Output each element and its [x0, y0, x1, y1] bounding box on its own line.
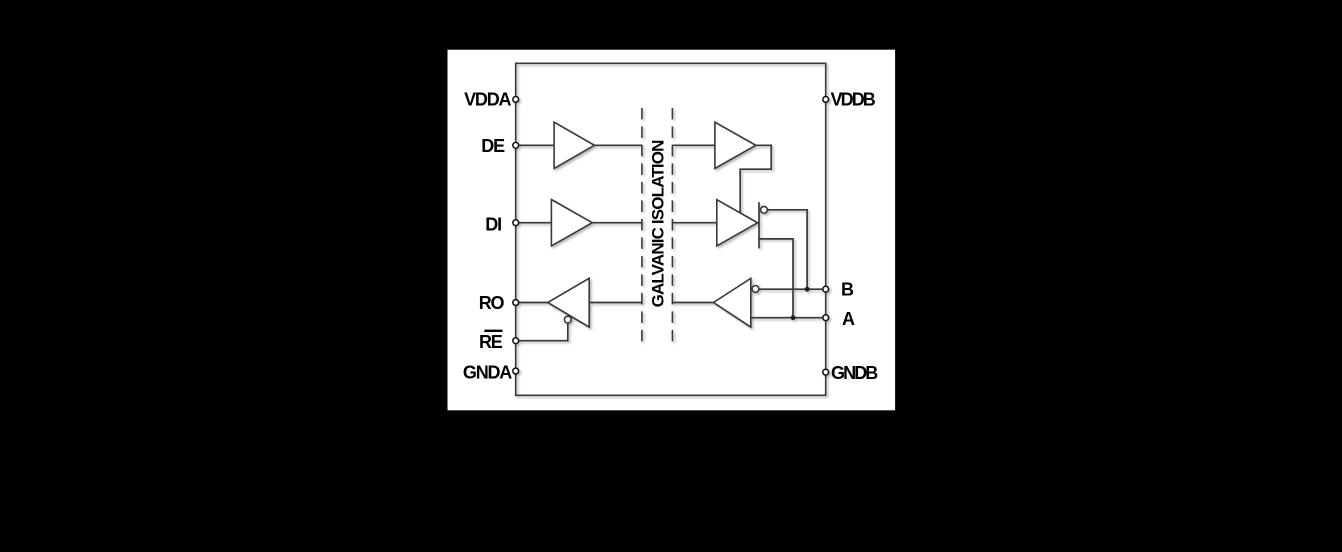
- svg-text:RE: RE: [479, 332, 503, 352]
- svg-text:GALVANIC ISOLATION: GALVANIC ISOLATION: [648, 140, 667, 308]
- svg-text:VDDB: VDDB: [831, 90, 876, 110]
- svg-text:GNDB: GNDB: [831, 363, 878, 383]
- svg-text:RO: RO: [479, 293, 505, 313]
- svg-text:B: B: [841, 280, 854, 300]
- svg-text:DI: DI: [485, 215, 501, 235]
- svg-text:GNDA: GNDA: [463, 363, 512, 383]
- svg-text:A: A: [842, 309, 855, 329]
- svg-text:VDDA: VDDA: [464, 90, 511, 110]
- svg-text:DE: DE: [481, 136, 505, 156]
